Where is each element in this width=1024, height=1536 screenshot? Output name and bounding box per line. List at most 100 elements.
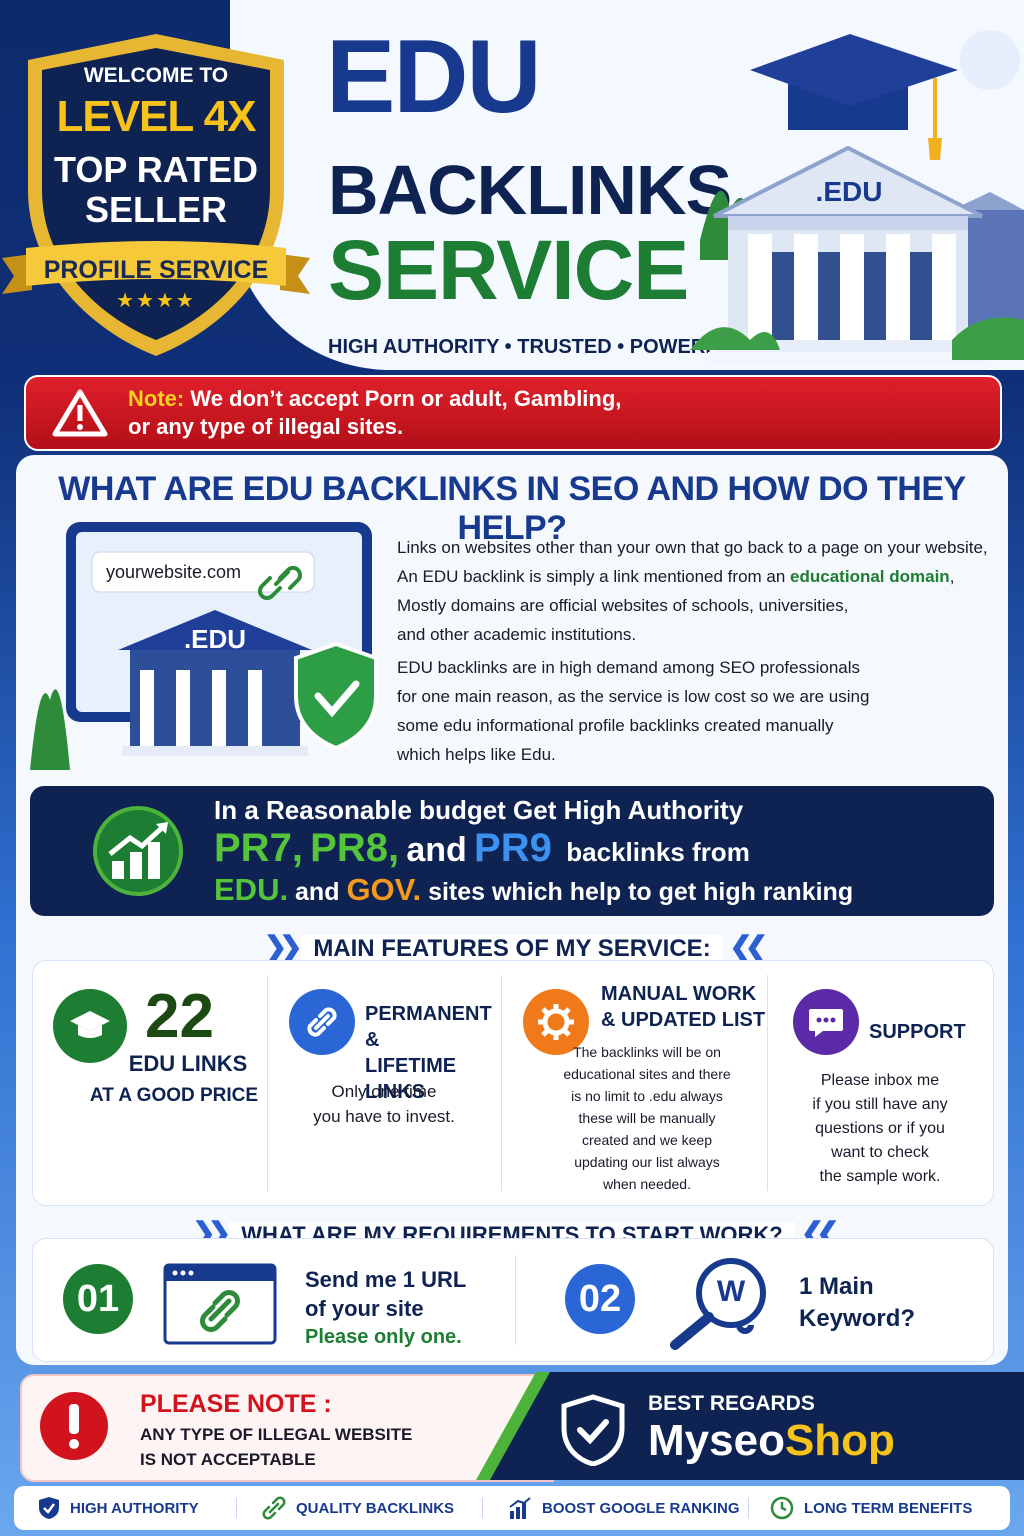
note-banner: Note: We don’t accept Porn or adult, Gam… xyxy=(24,375,1002,451)
manual-text-line-6: updating our list always xyxy=(574,1154,720,1170)
about-p2-line2: for one main reason, as the service is l… xyxy=(397,687,870,706)
features-header: ❯❯ MAIN FEATURES OF MY SERVICE: ❮❮ xyxy=(0,930,1024,963)
manual-title: MANUAL WORK & UPDATED LIST xyxy=(601,981,765,1033)
badge-stars: ★★★★ xyxy=(116,290,196,312)
permanent-text-line2: you have to invest. xyxy=(313,1107,455,1126)
url-bar-text: yourwebsite.com xyxy=(106,562,242,582)
badge-ribbon: PROFILE SERVICE xyxy=(2,240,310,296)
budget-banner xyxy=(30,786,994,916)
link-icon xyxy=(289,989,355,1055)
brand-name-part2: Shop xyxy=(784,1416,895,1465)
hero-title-line1: EDU xyxy=(326,19,542,135)
badge-rated: TOP RATED SELLER xyxy=(22,150,290,230)
footer-item4-label: LONG TERM BENEFITS xyxy=(804,1499,973,1517)
feature-divider xyxy=(267,975,268,1191)
please-note-box: PLEASE NOTE : ANY TYPE OF ILLEGAL WEBSIT… xyxy=(20,1374,554,1482)
step-02-text: 1 Main Keyword? xyxy=(799,1271,915,1335)
about-p1-line2: An EDU backlink is simply a link mention… xyxy=(397,567,791,586)
budget-and1: and xyxy=(406,831,467,869)
about-title: WHAT ARE EDU BACKLINKS IN SEO AND HOW DO… xyxy=(58,470,966,547)
footer-separator xyxy=(236,1498,237,1518)
brand-name-part1: Myseo xyxy=(648,1416,785,1465)
note-line1: We don’t accept Porn or adult, Gambling, xyxy=(184,386,622,411)
chevron-right-icon: ❯❯ xyxy=(263,931,303,962)
permanent-title: PERMANENT & LIFETIME LINKS xyxy=(365,1001,501,1105)
browser-link-icon xyxy=(163,1263,277,1345)
support-text-line-1: Please inbox me xyxy=(820,1072,940,1089)
manual-text-line-3: is no limit to .edu always xyxy=(571,1088,723,1104)
footer-item-quality-backlinks: QUALITY BACKLINKS xyxy=(262,1486,454,1530)
step-02-line2: Keyword? xyxy=(799,1305,916,1332)
footer-item1-label: HIGH AUTHORITY xyxy=(70,1499,199,1517)
warning-icon xyxy=(52,389,108,437)
please-note-title: PLEASE NOTE : xyxy=(140,1390,332,1418)
footer-bar: HIGH AUTHORITY QUALITY BACKLINKS BOOST G… xyxy=(14,1486,1010,1530)
support-text-line-5: the sample work. xyxy=(819,1168,941,1185)
step-02-line1: 1 Main xyxy=(799,1273,874,1300)
about-p1-line1: Links on websites other than your own th… xyxy=(397,538,988,557)
seller-badge: WELCOME TO LEVEL 4X TOP RATED SELLER PRO… xyxy=(2,30,310,360)
budget-rest: sites which help to get high ranking xyxy=(428,878,854,906)
manual-text-line-1: The backlinks will be on xyxy=(573,1044,721,1060)
about-p1-line3: Mostly domains are official websites of … xyxy=(397,596,849,615)
step-02-badge: 02 xyxy=(565,1264,635,1334)
manual-text-line-4: these will be manually xyxy=(578,1110,716,1126)
note-line2: or any type of illegal sites. xyxy=(128,414,404,439)
manual-text-line-2: educational sites and there xyxy=(563,1066,731,1082)
feature-permanent-links: PERMANENT & LIFETIME LINKS Only one time… xyxy=(267,961,501,1205)
chevron-left-icon: ❮❮ xyxy=(729,931,768,962)
about-description: Links on websites other than your own th… xyxy=(397,533,1007,769)
about-p2-line4: which helps like Edu. xyxy=(397,745,556,764)
requirements-panel: 01 Send me 1 URL of your site Please onl… xyxy=(32,1238,994,1362)
edu-label: EDU. xyxy=(214,872,289,907)
ribbon-text: PROFILE SERVICE xyxy=(43,256,269,284)
feature-divider xyxy=(501,975,502,1191)
features-title: MAIN FEATURES OF MY SERVICE: xyxy=(301,935,723,963)
budget-from: backlinks from xyxy=(566,837,750,867)
link-icon xyxy=(262,1496,286,1520)
hero-title-line2: BACKLINKS xyxy=(328,151,732,229)
step-01-line3: Please only one. xyxy=(305,1326,462,1348)
hero-tagline: HIGH AUTHORITY • TRUSTED • POWERFUL xyxy=(328,336,745,358)
support-text-line-3: questions or if you xyxy=(815,1120,945,1137)
manual-text-line-7: when needed. xyxy=(603,1176,691,1192)
ribbon-shape xyxy=(2,241,310,294)
step-01-line2: of your site xyxy=(305,1296,424,1321)
exclamation-icon xyxy=(40,1392,108,1460)
budget-and2: and xyxy=(295,878,340,906)
feature-manual-work: MANUAL WORK & UPDATED LIST The backlinks… xyxy=(501,961,767,1205)
building-label: .EDU xyxy=(815,176,883,207)
step-01-line1: Send me 1 URL xyxy=(305,1267,467,1292)
keyword-search-icon xyxy=(670,1258,766,1350)
features-panel: 22 EDU LINKS AT A GOOD PRICE PERMANENT &… xyxy=(32,960,994,1206)
pr9-label: PR9 xyxy=(474,826,552,870)
note-text: Note: We don’t accept Porn or adult, Gam… xyxy=(128,385,621,441)
feature-divider xyxy=(767,975,768,1191)
manual-title-line2: & UPDATED LIST xyxy=(601,1009,766,1031)
university-building-illustration: .EDU xyxy=(690,20,1024,370)
brand-name: MyseoShop xyxy=(648,1416,895,1466)
manual-text-line-5: created and we keep xyxy=(582,1132,712,1148)
about-paragraph-1: Links on websites other than your own th… xyxy=(397,533,1007,649)
step-01-badge: 01 xyxy=(63,1264,133,1334)
footer-separator xyxy=(748,1498,749,1518)
note-label: Note: xyxy=(128,386,185,411)
badge-rated-line1: TOP RATED xyxy=(53,149,259,190)
regards-label: BEST REGARDS xyxy=(648,1392,815,1415)
budget-line3: EDU. and GOV. sites which help to get hi… xyxy=(214,872,853,908)
budget-line2: PR7, PR8, and PR9 backlinks from xyxy=(214,826,750,871)
footer-item-high-authority: HIGH AUTHORITY xyxy=(38,1486,199,1530)
pr7-label: PR7, xyxy=(214,826,303,870)
please-note-text: ANY TYPE OF ILLEGAL WEBSITE IS NOT ACCEP… xyxy=(140,1422,412,1472)
edu-links-count: 22 xyxy=(145,982,214,1051)
gov-label: GOV. xyxy=(346,872,422,907)
support-title: SUPPORT xyxy=(869,1021,966,1043)
footer-separator xyxy=(482,1498,483,1518)
gear-icon xyxy=(523,989,589,1055)
permanent-text: Only one time you have to invest. xyxy=(267,1079,501,1129)
chat-bubble-icon xyxy=(793,989,859,1055)
monitor-illustration: yourwebsite.com .EDU xyxy=(30,520,390,770)
best-regards-box: BEST REGARDS MyseoShop xyxy=(490,1372,1024,1480)
clock-icon xyxy=(770,1496,794,1520)
